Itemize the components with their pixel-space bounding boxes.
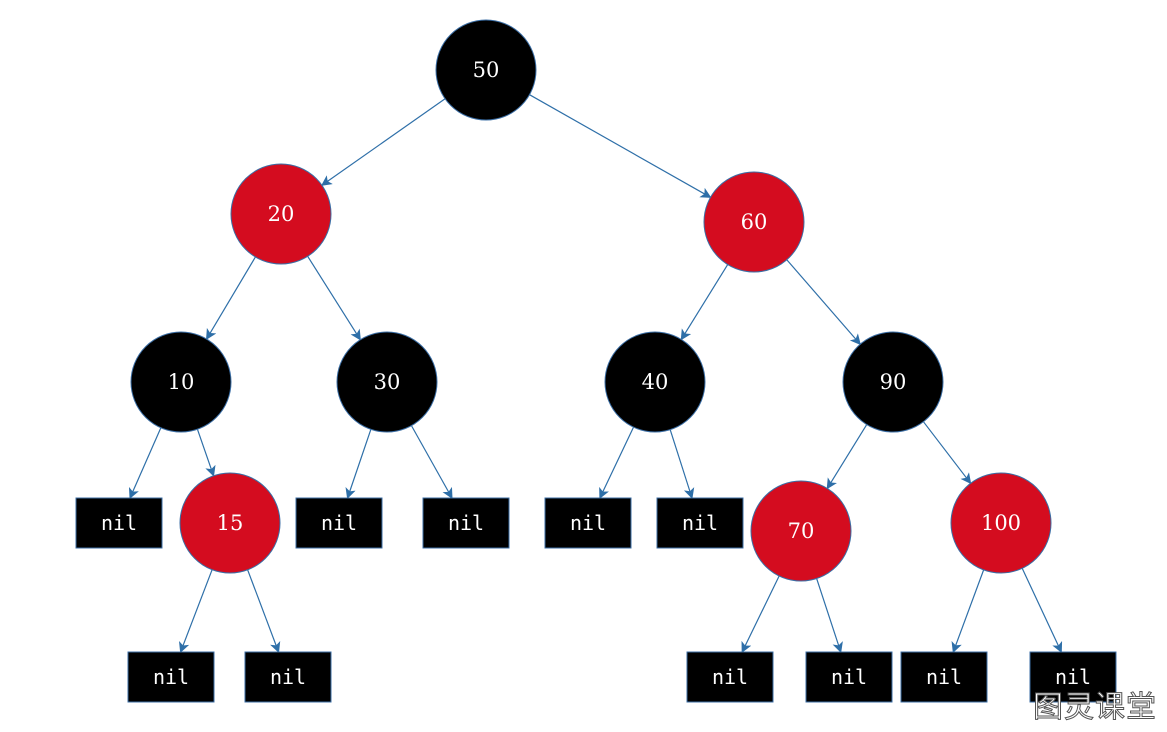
nil-1-label: nil bbox=[101, 511, 137, 535]
nil-2: nil bbox=[295, 497, 383, 549]
watermark: 图灵课堂 bbox=[1033, 690, 1157, 726]
node-30-label: 30 bbox=[374, 370, 401, 394]
nil-7-box bbox=[244, 651, 332, 703]
edge-60-90 bbox=[786, 259, 861, 346]
nil-4-label: nil bbox=[570, 511, 606, 535]
edges bbox=[128, 94, 1063, 654]
node-90: 90 bbox=[842, 331, 944, 433]
edge-20-30 bbox=[307, 255, 361, 341]
node-15-circle bbox=[179, 472, 281, 574]
edge-60-40 bbox=[680, 264, 729, 341]
nil-5: nil bbox=[656, 497, 744, 549]
node-70-label: 70 bbox=[788, 519, 815, 543]
edge-30-nil-3 bbox=[410, 425, 453, 499]
node-20: 20 bbox=[230, 163, 332, 265]
node-15: 15 bbox=[179, 472, 281, 574]
edge-90-100 bbox=[922, 421, 972, 485]
nil-9-box bbox=[805, 651, 893, 703]
edge-10-15 bbox=[196, 429, 216, 477]
node-70-circle bbox=[750, 480, 852, 582]
edge-15-nil-6 bbox=[179, 569, 213, 654]
edge-70-nil-8 bbox=[741, 575, 780, 653]
nil-8-box bbox=[686, 651, 774, 703]
edge-100-nil-10 bbox=[951, 569, 985, 654]
nil-9-label: nil bbox=[831, 665, 867, 689]
nil-6: nil bbox=[127, 651, 215, 703]
node-30: 30 bbox=[336, 331, 438, 433]
node-50-circle bbox=[435, 19, 537, 121]
node-90-label: 90 bbox=[880, 370, 907, 394]
nil-1-box bbox=[75, 497, 163, 549]
nil-5-label: nil bbox=[682, 511, 718, 535]
nil-7-label: nil bbox=[270, 665, 306, 689]
edge-10-nil-1 bbox=[128, 427, 162, 499]
node-100-circle bbox=[950, 472, 1052, 574]
nil-3-label: nil bbox=[448, 511, 484, 535]
nil-10-box bbox=[900, 651, 988, 703]
nil-9: nil bbox=[805, 651, 893, 703]
node-50: 50 bbox=[435, 19, 537, 121]
node-60-circle bbox=[703, 171, 805, 273]
nodes: 50 20 60 10 30 40 90 15 70 100 bbox=[130, 19, 1052, 582]
node-90-circle bbox=[842, 331, 944, 433]
edge-20-10 bbox=[206, 256, 256, 340]
edge-40-nil-5 bbox=[669, 429, 695, 500]
node-40-circle bbox=[604, 331, 706, 433]
nil-4-box bbox=[544, 497, 632, 549]
nil-3: nil bbox=[422, 497, 510, 549]
node-60: 60 bbox=[703, 171, 805, 273]
node-100-label: 100 bbox=[981, 511, 1021, 535]
edge-30-nil-2 bbox=[345, 429, 372, 500]
node-40: 40 bbox=[604, 331, 706, 433]
node-20-circle bbox=[230, 163, 332, 265]
node-10-circle bbox=[130, 331, 232, 433]
nil-11-box bbox=[1029, 651, 1117, 703]
node-20-label: 20 bbox=[268, 202, 295, 226]
nil-2-box bbox=[295, 497, 383, 549]
nil-8: nil bbox=[686, 651, 774, 703]
edge-50-60 bbox=[529, 94, 712, 198]
edge-70-nil-9 bbox=[816, 578, 843, 654]
node-10: 10 bbox=[130, 331, 232, 433]
nil-11-label: nil bbox=[1055, 665, 1091, 689]
edge-40-nil-4 bbox=[599, 426, 635, 499]
node-50-label: 50 bbox=[473, 58, 500, 82]
nil-5-box bbox=[656, 497, 744, 549]
edge-50-20 bbox=[321, 98, 446, 186]
nil-3-box bbox=[422, 497, 510, 549]
edge-15-nil-7 bbox=[247, 569, 281, 654]
nil-11: nil bbox=[1029, 651, 1117, 703]
edge-90-70 bbox=[826, 424, 868, 490]
node-60-label: 60 bbox=[741, 210, 768, 234]
nil-1: nil bbox=[75, 497, 163, 549]
nil-leaves: nil nil nil nil nil nil nil nil nil nil nil bbox=[75, 497, 1117, 703]
node-30-circle bbox=[336, 331, 438, 433]
nil-10-label: nil bbox=[926, 665, 962, 689]
node-15-label: 15 bbox=[217, 511, 244, 535]
node-10-label: 10 bbox=[168, 370, 195, 394]
nil-10: nil bbox=[900, 651, 988, 703]
nil-4: nil bbox=[544, 497, 632, 549]
node-100: 100 bbox=[950, 472, 1052, 574]
nil-8-label: nil bbox=[712, 665, 748, 689]
edge-100-nil-11 bbox=[1021, 568, 1063, 653]
nil-7: nil bbox=[244, 651, 332, 703]
node-70: 70 bbox=[750, 480, 852, 582]
nil-2-label: nil bbox=[321, 511, 357, 535]
nil-6-box bbox=[127, 651, 215, 703]
nil-6-label: nil bbox=[153, 665, 189, 689]
node-40-label: 40 bbox=[642, 370, 669, 394]
